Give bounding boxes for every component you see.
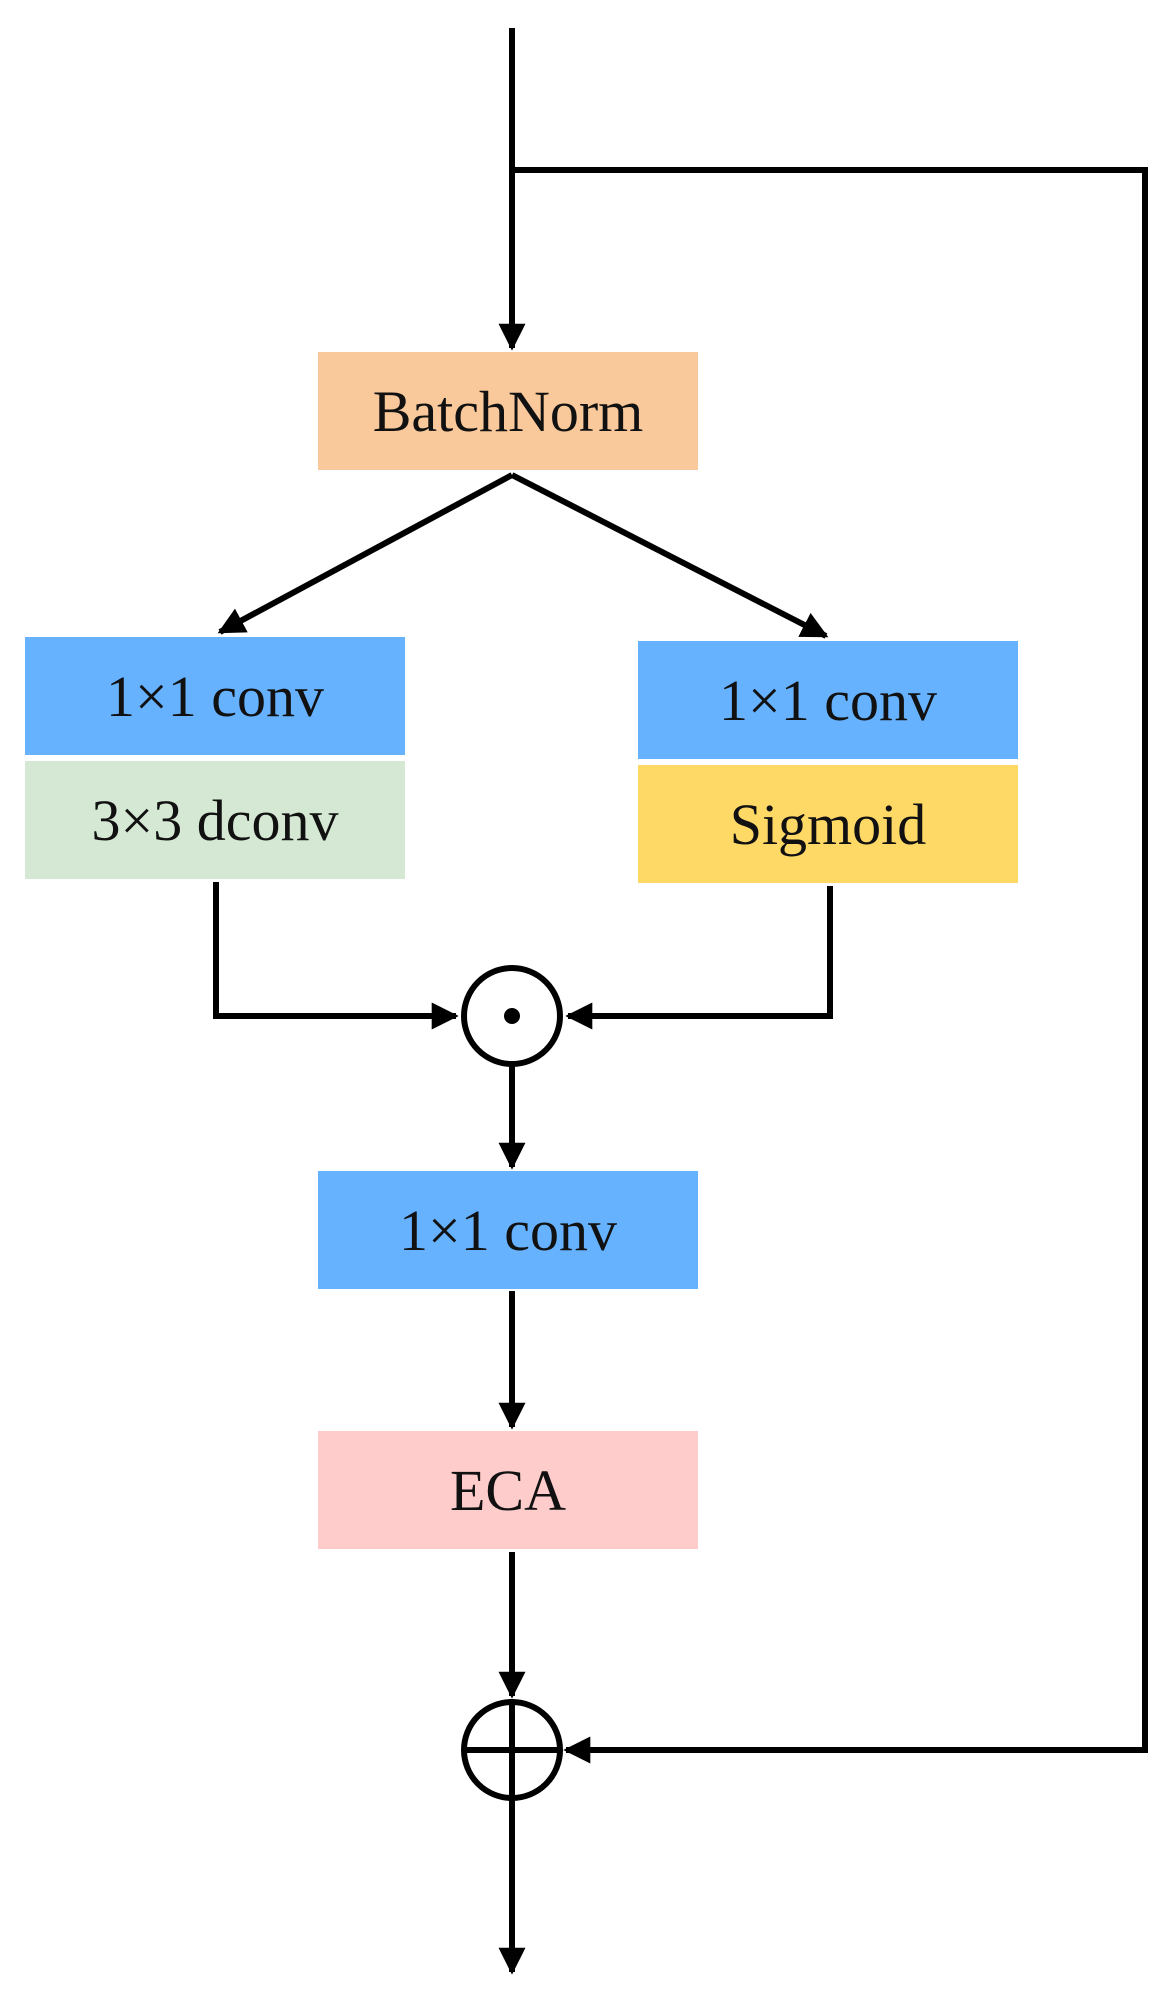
mid-conv-label: 1×1 conv [399,1197,617,1263]
branch-left-arrow [217,472,514,635]
right-to-multiply-arrow [565,886,833,1030]
left-dconv-block: 3×3 dconv [25,761,405,879]
skip-connection-arrow [512,167,1148,1764]
sigmoid-block: Sigmoid [638,765,1018,883]
right-conv-label: 1×1 conv [719,667,937,733]
batchnorm-block: BatchNorm [318,352,698,470]
sigmoid-label: Sigmoid [729,791,927,857]
add-operator [461,1699,563,1801]
eca-label: ECA [450,1457,566,1523]
left-conv-block: 1×1 conv [25,637,405,755]
left-conv-label: 1×1 conv [106,663,324,729]
branch-right-arrow [510,472,829,639]
elementwise-multiply-operator [461,965,563,1067]
eca-block: ECA [318,1431,698,1549]
mid-conv-block: 1×1 conv [318,1171,698,1289]
left-to-multiply-arrow [213,882,459,1030]
right-conv-block: 1×1 conv [638,641,1018,759]
left-dconv-label: 3×3 dconv [91,787,339,853]
batchnorm-label: BatchNorm [372,378,644,444]
